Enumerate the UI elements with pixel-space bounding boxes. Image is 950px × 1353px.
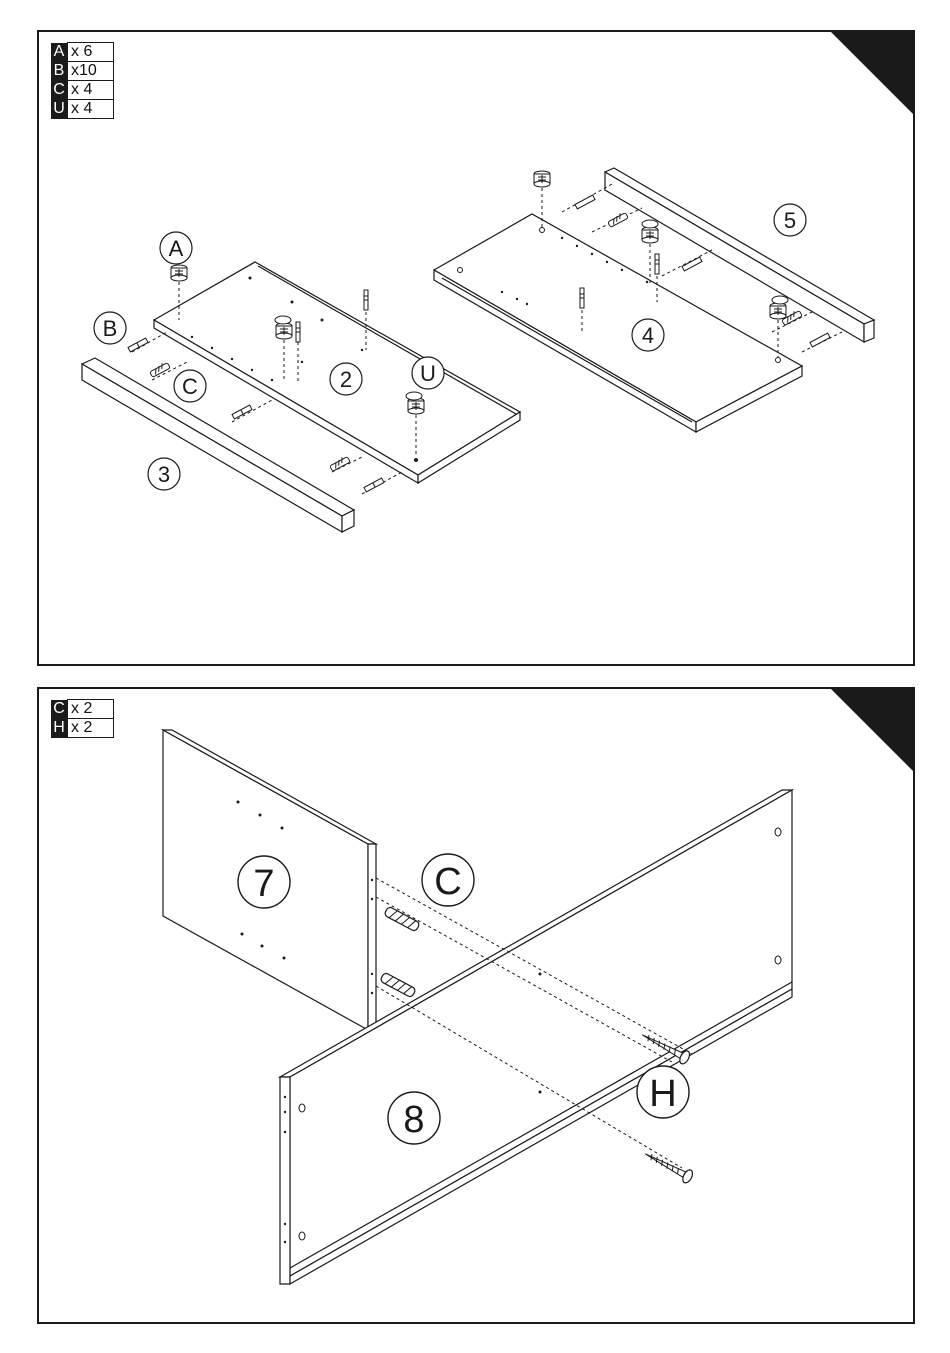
callout-u: U xyxy=(412,357,444,389)
callout-part-7: 7 xyxy=(238,856,290,908)
callout-c: C xyxy=(174,370,206,402)
svg-text:H: H xyxy=(649,1073,676,1115)
dowel-c-lower xyxy=(380,972,416,998)
assembly-step-panel-2: C x 2 H x 2 xyxy=(37,687,915,1324)
svg-text:7: 7 xyxy=(253,863,274,905)
svg-text:2: 2 xyxy=(340,367,352,392)
callout-part-3: 3 xyxy=(148,458,180,490)
callout-part-8: 8 xyxy=(388,1092,440,1144)
svg-text:4: 4 xyxy=(642,323,654,348)
callout-part-4: 4 xyxy=(632,319,664,351)
svg-text:U: U xyxy=(420,361,436,386)
svg-text:C: C xyxy=(434,861,461,903)
callout-part-5: 5 xyxy=(774,204,806,236)
svg-text:8: 8 xyxy=(403,1099,424,1141)
callout-part-2: 2 xyxy=(330,363,362,395)
screw-h-lower xyxy=(642,1148,694,1185)
callout-b: B xyxy=(94,312,126,344)
svg-text:C: C xyxy=(182,374,198,399)
svg-text:3: 3 xyxy=(158,462,170,487)
step-1-drawing: A B C U 2 3 4 5 xyxy=(39,32,913,664)
svg-text:B: B xyxy=(103,316,118,341)
callout-a: A xyxy=(160,232,192,264)
callout-c: C xyxy=(422,854,474,906)
callout-h: H xyxy=(637,1066,689,1118)
svg-text:5: 5 xyxy=(784,208,796,233)
svg-text:A: A xyxy=(169,236,184,261)
assembly-step-panel-1: A x 6 B x10 C x 4 U x 4 xyxy=(37,30,915,666)
step-2-drawing: 7 C 8 H xyxy=(39,689,913,1322)
